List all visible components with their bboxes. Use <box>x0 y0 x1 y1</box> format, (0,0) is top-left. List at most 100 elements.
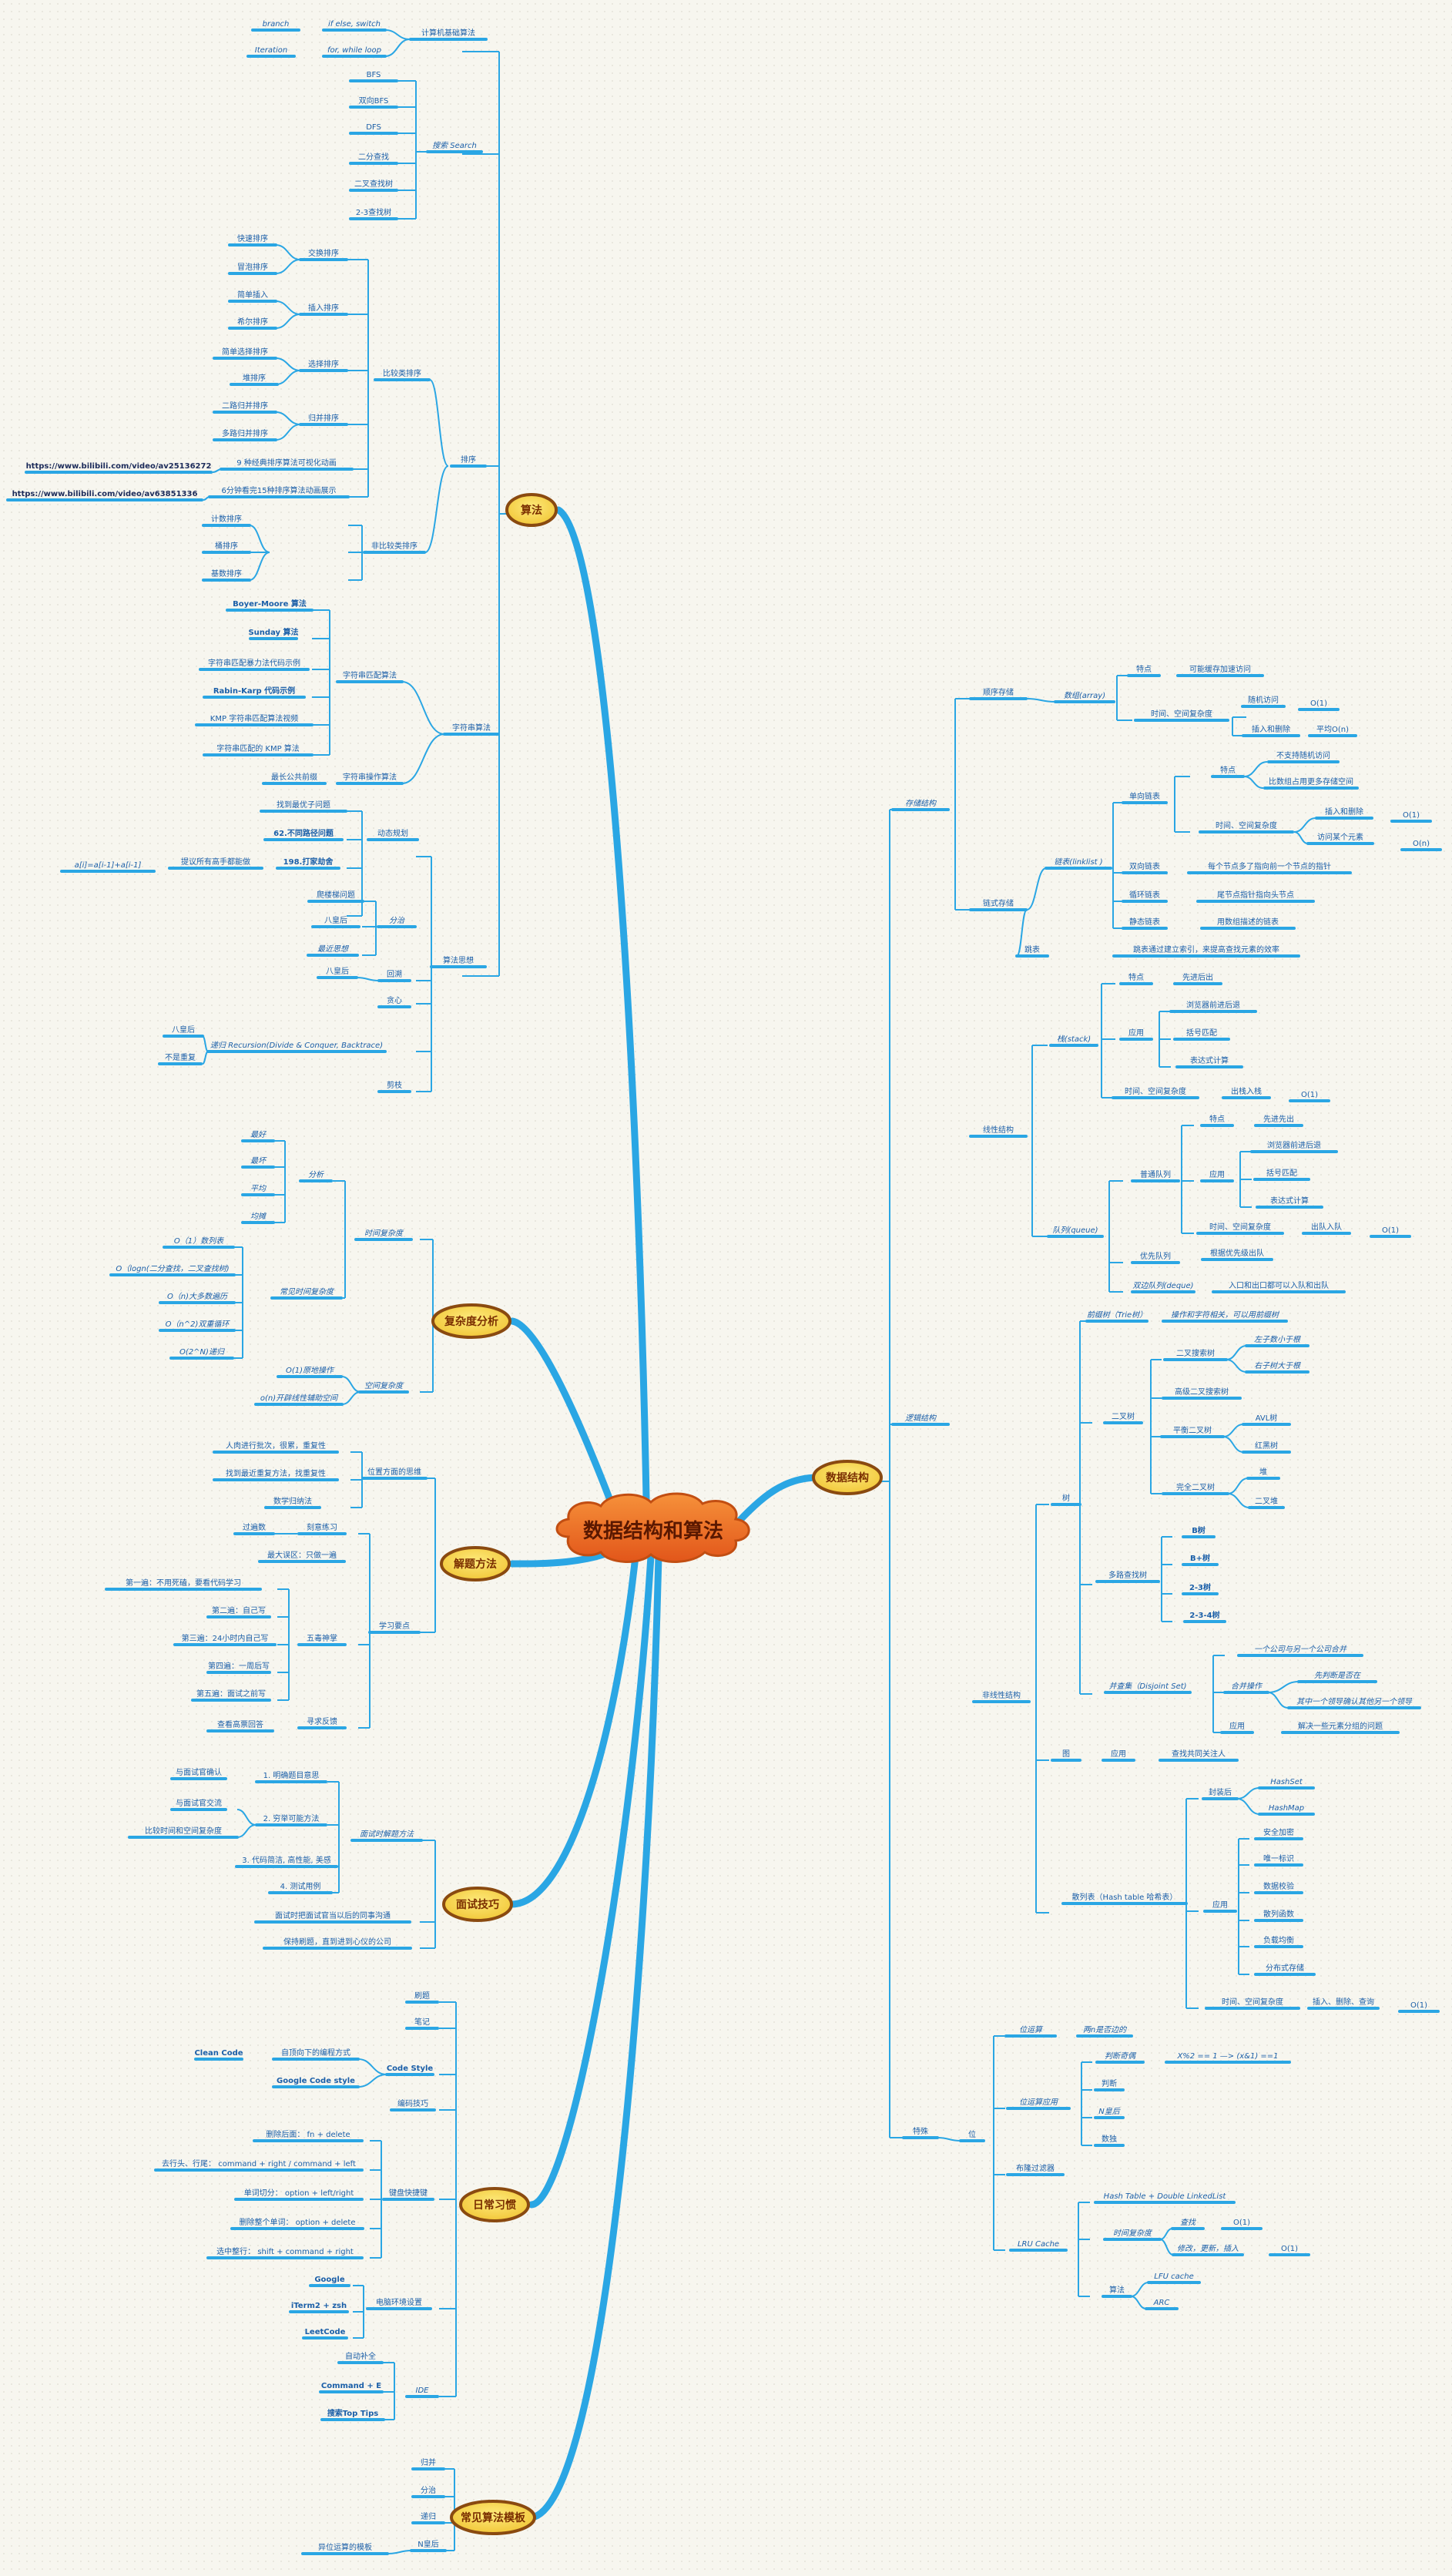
connector <box>236 1809 257 1826</box>
node-ds-odd1: X%2 == 1 —> (x&1) ==1 <box>1176 2052 1278 2061</box>
node-ds-slfeat: 特点 <box>1220 766 1236 775</box>
main-branch-connectors <box>508 506 822 2521</box>
connector <box>429 379 449 467</box>
node-rc-kb: 键盘快捷键 <box>389 2188 428 2198</box>
node-ds-nqo1: O(1) <box>1382 1226 1399 1235</box>
node-ds-ho1: O(1) <box>1410 2001 1427 2010</box>
node-alg-kmp2: 字符串匹配的 KMP 算法 <box>216 743 300 753</box>
node-ms-m2: 2. 穷举可能方法 <box>263 1813 320 1823</box>
node-ds-hset: HashSet <box>1270 1778 1303 1786</box>
branch-bubble-cx[interactable]: 复杂度分析 <box>431 1303 511 1339</box>
node-cx-s2: o(n)开辟线性辅助空间 <box>260 1394 339 1403</box>
node-ds-lrucache: LFU cache <box>1154 2272 1193 2281</box>
node-ds-lruo1b: O(1) <box>1281 2245 1298 2253</box>
node-rc-style: Code Style <box>387 2064 434 2073</box>
node-ds-slf2: 比数组占用更多存储空间 <box>1269 776 1353 787</box>
node-cx-common: 常见时间复杂度 <box>280 1287 335 1296</box>
node-alg-prune: 剪枝 <box>387 1080 402 1090</box>
node-rc-tip: 编码技巧 <box>397 2098 428 2108</box>
node-jt-fv1: 第一遍：不用死磕，要看代码学习 <box>126 1578 241 1588</box>
connector <box>1222 1424 1244 1437</box>
node-ds-bitapp: 位运算应用 <box>1019 2098 1058 2107</box>
branch-bubble-alg[interactable]: 算法 <box>505 493 558 527</box>
node-ds-jump1: 跳表通过建立索引，来提高查找元素的效率 <box>1133 944 1279 954</box>
node-mb-t1: 归并 <box>421 2457 436 2467</box>
connector <box>387 2550 412 2554</box>
node-alg-sunday: Sunday 算法 <box>248 627 298 637</box>
node-ds-lrutc: 时间复杂度 <box>1113 2229 1153 2238</box>
node-ds-stio: 出栈入栈 <box>1231 1086 1262 1096</box>
node-alg-branch: branch <box>263 20 290 29</box>
node-ds-tree: 树 <box>1062 1493 1070 1503</box>
node-ds-nqapp3: 表达式计算 <box>1270 1196 1309 1206</box>
branch-bubble-ms[interactable]: 面试技巧 <box>442 1887 513 1922</box>
node-ds-lrum: 修改，更新，插入 <box>1177 2244 1239 2253</box>
node-ds-lru: LRU Cache <box>1018 2240 1059 2249</box>
node-ds-trie1: 操作和字符相关，可以用前缀树 <box>1171 1310 1280 1320</box>
node-alg-v2url: https://www.bilibili.com/video/av6385133… <box>12 490 198 498</box>
connector <box>1130 2282 1149 2297</box>
branch-label-cx: 复杂度分析 <box>444 1315 498 1328</box>
node-alg-bibfs: 双向BFS <box>359 96 389 106</box>
connector <box>1293 817 1316 833</box>
node-ds-nqapp2: 括号匹配 <box>1266 1168 1297 1178</box>
connector <box>275 314 301 329</box>
node-rc-v2: Command + E <box>321 2382 381 2390</box>
node-ds-pq1: 根据优先级出队 <box>1210 1248 1264 1258</box>
node-alg-bin2: 二叉查找树 <box>354 179 393 189</box>
node-jt-fv5: 第五遍：面试之前写 <box>196 1689 266 1699</box>
node-ds-jump: 跳表 <box>1024 944 1040 954</box>
branch-label-mb: 常见算法模板 <box>461 2511 526 2524</box>
node-alg-v2: 6分钟看完15种排序算法动画展示 <box>221 485 336 495</box>
node-cx-time: 时间复杂度 <box>364 1229 404 1238</box>
node-ds-bst1: 左子数小于根 <box>1254 1335 1301 1344</box>
node-ds-ains: 插入和删除 <box>1252 724 1290 734</box>
node-ds-ha4: 散列函数 <box>1263 1909 1294 1919</box>
node-ds-usop1: 先判断是否在 <box>1314 1671 1362 1680</box>
branch-bubble-rc[interactable]: 日常习惯 <box>459 2187 530 2222</box>
node-ds-usop2: 其中一个领导确认其他另一个领导 <box>1296 1697 1413 1706</box>
connector <box>401 681 445 735</box>
node-ds-sltc: 时间、空间复杂度 <box>1216 820 1277 830</box>
node-ds-slon: O(n) <box>1413 840 1430 848</box>
node-mb-t2: 分治 <box>421 2485 436 2495</box>
node-ds-nqio: 出队入队 <box>1311 1222 1342 1232</box>
node-alg-bm: Boyer-Moore 算法 <box>233 599 307 609</box>
node-cx-c4: O（n^2)双重循环 <box>166 1320 231 1329</box>
node-alg-swap: 交换排序 <box>308 248 339 258</box>
node-alg-dp1: 找到最优子问题 <box>277 800 330 810</box>
node-mb-t3: 递归 <box>421 2511 436 2521</box>
node-ds-afeat: 特点 <box>1136 665 1152 674</box>
connector <box>384 39 411 57</box>
connector <box>275 370 301 385</box>
node-ds-happ: 应用 <box>1212 1900 1228 1910</box>
root-node[interactable]: 数据结构和算法 <box>555 1492 750 1563</box>
node-ds-b: B树 <box>1192 1525 1206 1535</box>
node-ds-slins: 插入和删除 <box>1325 807 1363 817</box>
connector <box>1267 1692 1289 1709</box>
branch-bubble-mb[interactable]: 常见算法模板 <box>450 2500 536 2535</box>
node-ds-nqapp: 应用 <box>1209 1169 1225 1179</box>
node-ds-sl: 单向链表 <box>1129 791 1160 801</box>
connector <box>1227 1493 1250 1508</box>
node-ds-ao1: O(1) <box>1310 699 1327 708</box>
branch-label-rc: 日常习惯 <box>473 2199 516 2212</box>
node-rc-r2: 笔记 <box>414 2017 430 2027</box>
node-jt-f2: 找到最近重复方法，找重复性 <box>226 1468 326 1478</box>
node-ds-nqfeat: 特点 <box>1209 1115 1225 1124</box>
node-ds-hops: 插入、删除、查询 <box>1313 1997 1374 2007</box>
node-ds-lrualg: 算法 <box>1109 2285 1125 2295</box>
node-alg-quick: 快速排序 <box>237 233 268 243</box>
node-ds-bt: 二叉树 <box>1112 1411 1135 1421</box>
branch-bubble-jt[interactable]: 解题方法 <box>440 1546 511 1581</box>
node-ds-trie: 前缀树（Trie树） <box>1087 1310 1147 1320</box>
node-ds-t234: 2-3-4树 <box>1189 1610 1219 1620</box>
node-jt-fv4: 第四遍：一周后写 <box>208 1661 270 1671</box>
node-alg-count: 计数排序 <box>211 514 242 524</box>
connector <box>275 244 301 260</box>
node-rc-k1: 删除后面： fn + delete <box>266 2129 350 2139</box>
branch-bubble-ds[interactable]: 数据结构 <box>812 1460 883 1495</box>
node-alg-str: 字符串算法 <box>452 723 491 733</box>
